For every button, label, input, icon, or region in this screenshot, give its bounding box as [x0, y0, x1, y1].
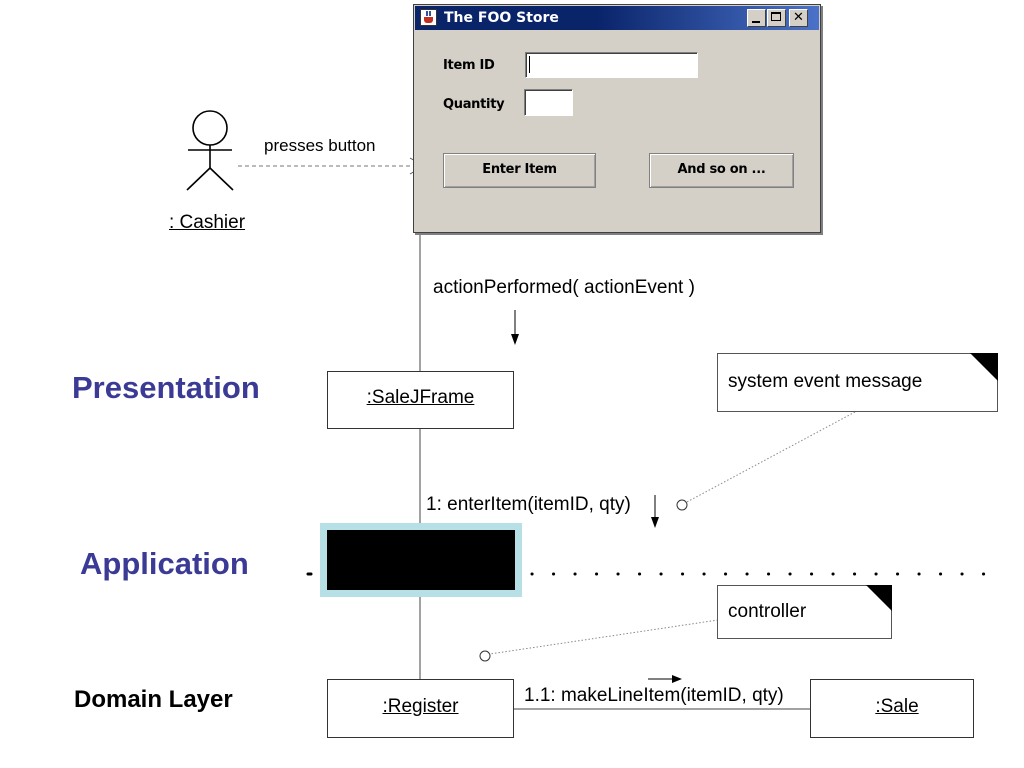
make-line-item-arrow [648, 675, 682, 683]
window-title: The FOO Store [444, 10, 559, 26]
enter-item-message-label: 1: enterItem(itemID, qty) [426, 494, 631, 515]
minimize-button[interactable] [747, 9, 766, 27]
presses-button-label: presses button [264, 136, 376, 155]
enter-item-button[interactable]: Enter Item [443, 153, 596, 188]
window-titlebar[interactable]: The FOO Store ✕ [415, 6, 819, 30]
and-so-on-button[interactable]: And so on ... [649, 153, 794, 188]
controller-note-text: controller [728, 601, 807, 622]
system-event-note-text: system event message [728, 371, 923, 392]
register-label: :Register [382, 696, 459, 717]
text-caret [529, 56, 530, 73]
register-object: :Register [327, 679, 514, 738]
foo-store-window: The FOO Store ✕ Item ID Quantity Enter I… [413, 4, 821, 233]
note-dogear [866, 585, 892, 611]
redacted-controller-object [320, 523, 522, 597]
application-layer-label: Application [80, 546, 249, 581]
controller-note: controller [717, 585, 892, 639]
make-line-item-message-label: 1.1: makeLineItem(itemID, qty) [524, 685, 784, 706]
sale-jframe-label: :SaleJFrame [366, 387, 475, 408]
system-event-note-anchor [676, 411, 856, 511]
sale-jframe-object: :SaleJFrame [327, 371, 514, 429]
system-event-note: system event message [717, 353, 998, 412]
action-performed-arrow [511, 310, 519, 345]
stick-figure-icon [186, 110, 234, 191]
redaction-block [327, 530, 515, 590]
enter-item-arrow [651, 495, 659, 528]
presentation-layer-label: Presentation [72, 370, 260, 405]
cashier-actor-label: : Cashier [169, 212, 246, 233]
sale-object: :Sale [810, 679, 974, 738]
item-id-label: Item ID [443, 58, 495, 73]
quantity-field[interactable] [524, 89, 573, 116]
close-button[interactable]: ✕ [789, 9, 808, 27]
presses-button-arrow [238, 157, 426, 175]
maximize-button[interactable] [767, 9, 786, 27]
domain-layer-label: Domain Layer [74, 686, 233, 713]
sale-label: :Sale [875, 696, 919, 717]
item-id-field[interactable] [525, 52, 698, 78]
quantity-label: Quantity [443, 97, 505, 112]
controller-note-anchor [479, 619, 719, 662]
java-cup-icon [420, 9, 437, 26]
action-performed-label: actionPerformed( actionEvent ) [433, 277, 695, 298]
note-dogear [970, 353, 998, 381]
